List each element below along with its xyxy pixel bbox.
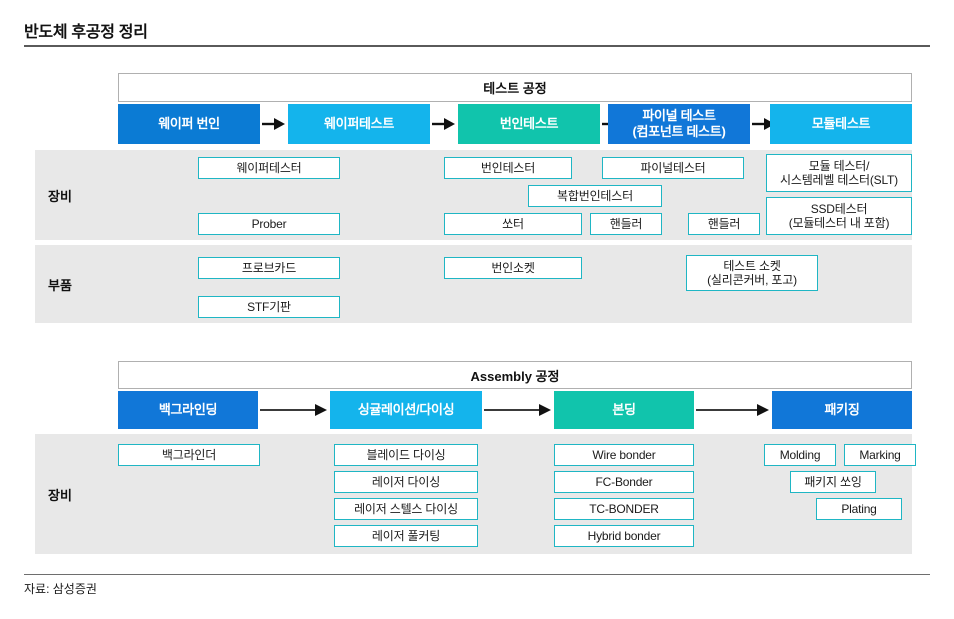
stage-final-test-label-line2: (컴포넌트 테스트): [632, 124, 726, 139]
arrow-icon: [696, 404, 769, 416]
item-molding[interactable]: Molding: [764, 444, 836, 466]
stage-wafer-test-label: 웨이퍼테스트: [324, 115, 394, 131]
item-fc-bonder[interactable]: FC-Bonder: [554, 471, 694, 493]
item-backgrinder[interactable]: 백그라인더: [118, 444, 260, 466]
stage-burnin-test[interactable]: 번인테스트: [458, 104, 600, 144]
page-title: 반도체 후공정 정리: [24, 24, 148, 41]
stage-singulation-dicing[interactable]: 싱귤레이션/다이싱: [330, 391, 482, 429]
item-burnin-socket[interactable]: 번인소켓: [444, 257, 582, 279]
item-handler-burnin[interactable]: 핸들러: [590, 213, 662, 235]
assembly-section-banner: Assembly 공정: [118, 361, 912, 389]
item-marking[interactable]: Marking: [844, 444, 916, 466]
test-section-banner: 테스트 공정: [118, 73, 912, 102]
item-final-tester[interactable]: 파이널테스터: [602, 157, 744, 179]
stage-packaging[interactable]: 패키징: [772, 391, 912, 429]
item-laser-stealth-dicing[interactable]: 레이저 스텔스 다이싱: [334, 498, 478, 520]
item-burnin-tester[interactable]: 번인테스터: [444, 157, 572, 179]
stage-backgrinding[interactable]: 백그라인딩: [118, 391, 258, 429]
item-package-sawing[interactable]: 패키지 쏘잉: [790, 471, 876, 493]
item-test-socket[interactable]: 테스트 소켓 (실리콘커버, 포고): [686, 255, 818, 291]
assembly-section-banner-label: Assembly 공정: [470, 368, 560, 384]
stage-final-test-label-line1: 파이널 테스트: [642, 107, 716, 123]
stage-wafer-burnin-label: 웨이퍼 번인: [158, 115, 220, 131]
item-handler-final[interactable]: 핸들러: [688, 213, 760, 235]
item-hybrid-bonder[interactable]: Hybrid bonder: [554, 525, 694, 547]
item-composite-burnin-tester[interactable]: 복합번인테스터: [528, 185, 662, 207]
stage-wafer-burnin[interactable]: 웨이퍼 번인: [118, 104, 260, 144]
title-divider: [24, 45, 930, 47]
assembly-equipment-row-label: 장비: [48, 487, 72, 503]
stage-backgrinding-label: 백그라인딩: [158, 401, 218, 417]
item-ssd-tester[interactable]: SSD테스터 (모듈테스터 내 포함): [766, 197, 912, 235]
test-parts-row-label: 부품: [48, 277, 72, 293]
footer-divider: [24, 574, 930, 575]
arrow-icon: [752, 118, 775, 130]
item-wafer-tester[interactable]: 웨이퍼테스터: [198, 157, 340, 179]
arrow-icon: [260, 404, 327, 416]
item-module-tester-slt[interactable]: 모듈 테스터/ 시스템레벨 테스터(SLT): [766, 154, 912, 192]
item-laser-full-cutting[interactable]: 레이저 풀커팅: [334, 525, 478, 547]
item-plating[interactable]: Plating: [816, 498, 902, 520]
test-equipment-row-label: 장비: [48, 188, 72, 204]
item-prober[interactable]: Prober: [198, 213, 340, 235]
arrow-icon: [262, 118, 285, 130]
stage-module-test-label: 모듈테스트: [811, 115, 871, 131]
stage-bonding[interactable]: 본딩: [554, 391, 694, 429]
stage-bonding-label: 본딩: [612, 401, 636, 417]
stage-module-test[interactable]: 모듈테스트: [770, 104, 912, 144]
item-tc-bonder[interactable]: TC-BONDER: [554, 498, 694, 520]
item-sorter[interactable]: 쏘터: [444, 213, 582, 235]
arrow-icon: [432, 118, 455, 130]
arrow-icon: [484, 404, 551, 416]
item-blade-dicing[interactable]: 블레이드 다이싱: [334, 444, 478, 466]
item-probe-card[interactable]: 프로브카드: [198, 257, 340, 279]
stage-singulation-dicing-label: 싱귤레이션/다이싱: [357, 401, 455, 417]
test-section-banner-label: 테스트 공정: [483, 81, 547, 96]
source-note: 자료: 삼성증권: [24, 582, 97, 596]
stage-final-test[interactable]: 파이널 테스트 (컴포넌트 테스트): [608, 104, 750, 144]
stage-packaging-label: 패키징: [824, 401, 860, 417]
item-wire-bonder[interactable]: Wire bonder: [554, 444, 694, 466]
item-laser-dicing[interactable]: 레이저 다이싱: [334, 471, 478, 493]
stage-wafer-test[interactable]: 웨이퍼테스트: [288, 104, 430, 144]
item-stf-substrate[interactable]: STF기판: [198, 296, 340, 318]
stage-burnin-test-label: 번인테스트: [499, 115, 559, 131]
